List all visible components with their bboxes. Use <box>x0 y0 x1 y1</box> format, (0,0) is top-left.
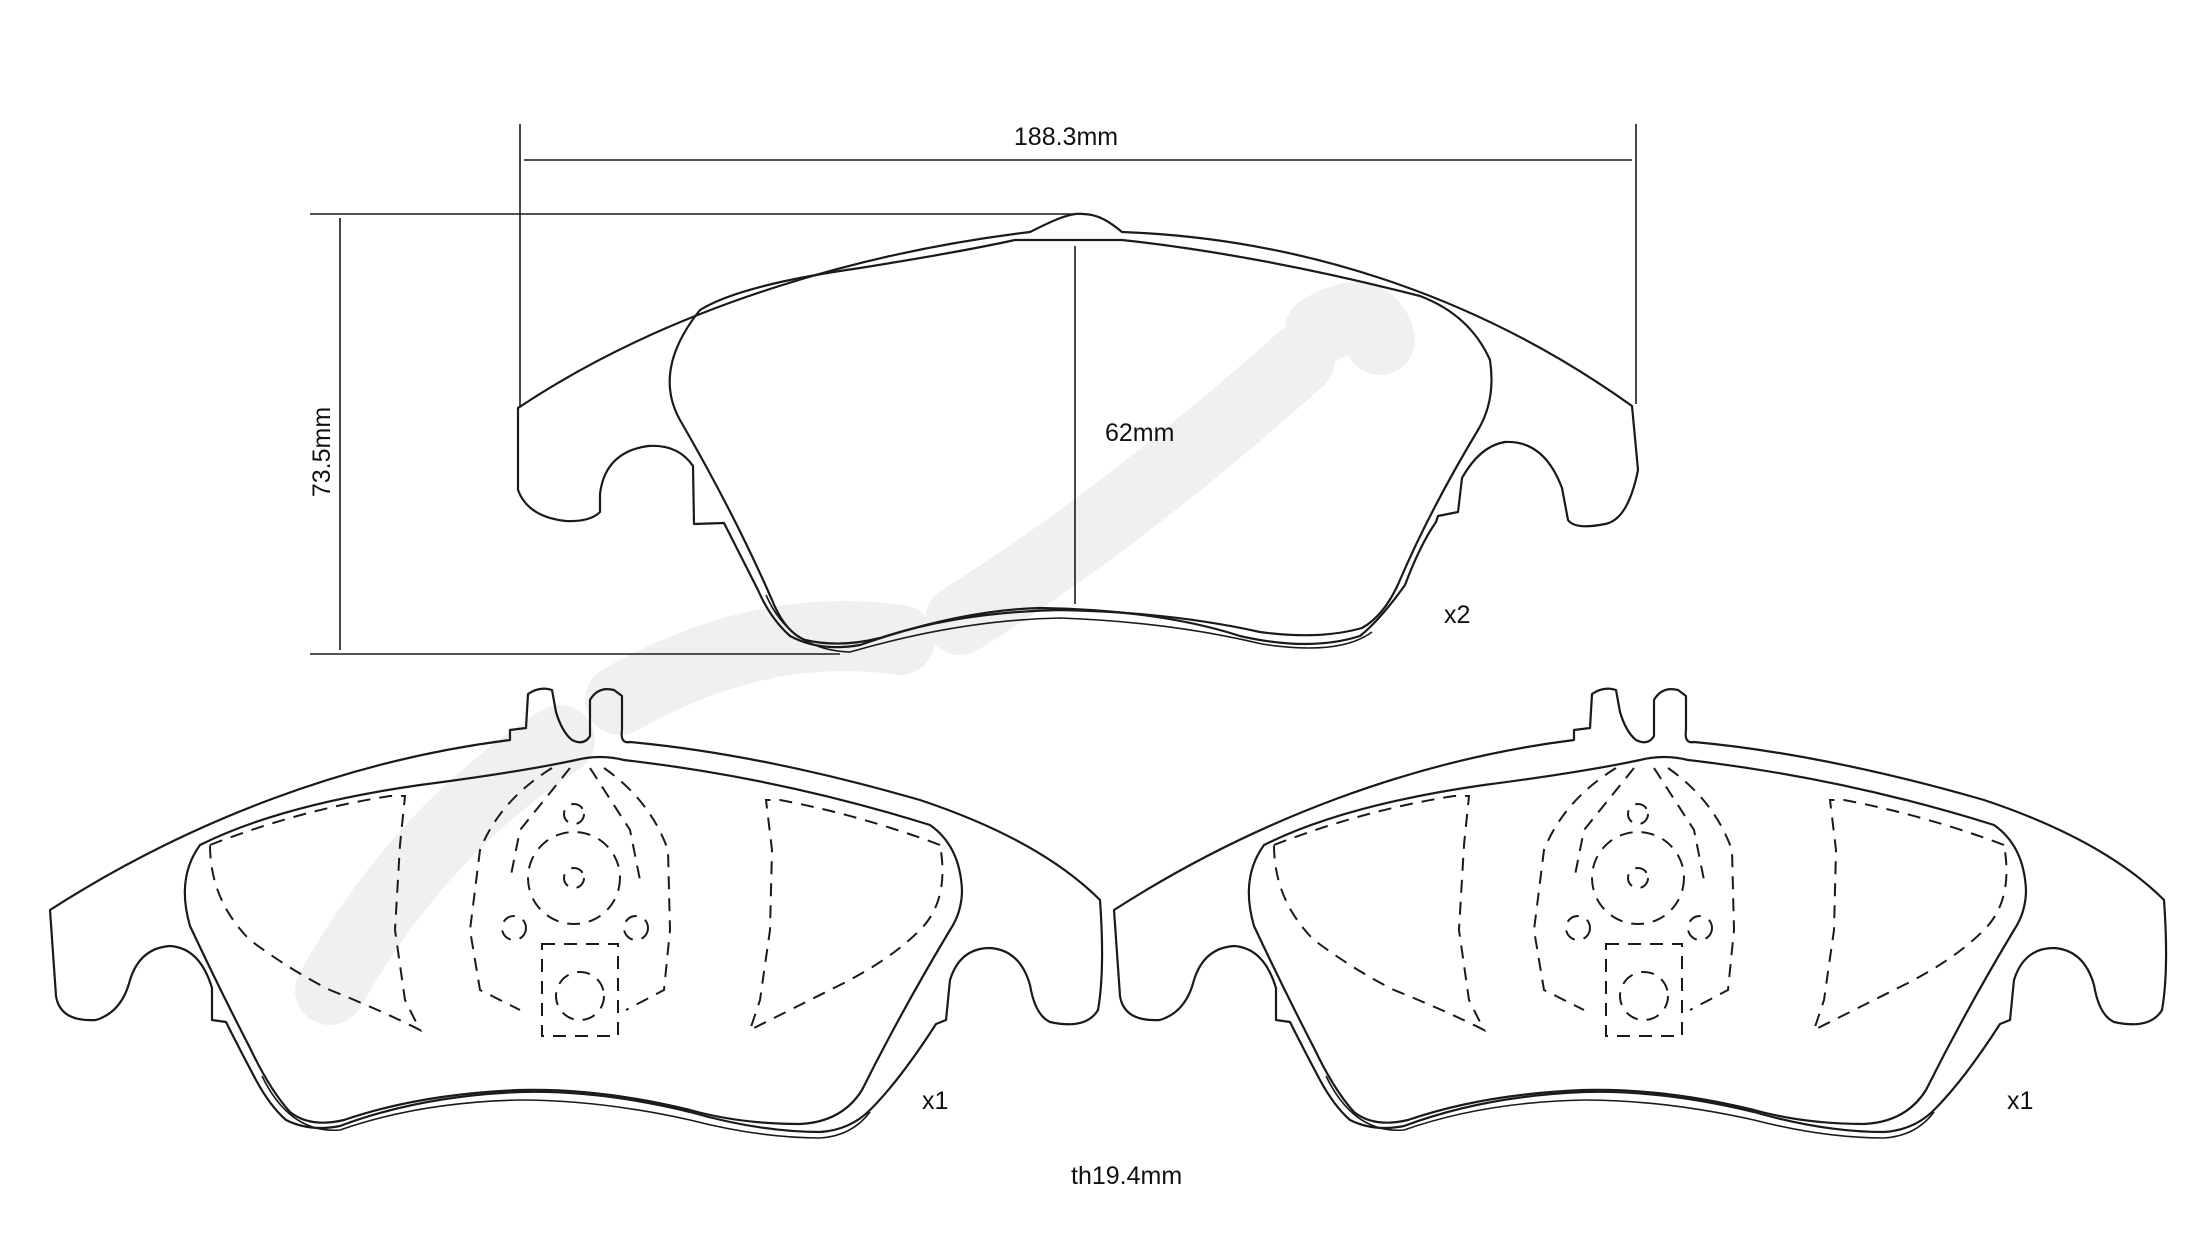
bottom-right-brake-pad: x1 <box>1112 687 2168 1140</box>
watermark-logo <box>295 282 1415 1025</box>
top-brake-pad: 62mm x2 <box>516 212 1640 653</box>
top-pad-backing-plate <box>516 212 1640 649</box>
bottom-left-pad-quantity: x1 <box>922 1087 948 1115</box>
top-pad-chamfer-line <box>765 594 1373 653</box>
top-pad-friction-block <box>668 238 1493 645</box>
pad-depth-label: 62mm <box>1105 419 1174 447</box>
top-pad-quantity: x2 <box>1444 601 1470 629</box>
bottom-left-brake-pad: x1 <box>48 687 1104 1140</box>
width-dimension: 188.3mm <box>519 123 1637 406</box>
height-dimension: 73.5mm <box>308 213 1080 655</box>
bottom-right-pad-quantity: x1 <box>2007 1087 2033 1115</box>
height-label: 73.5mm <box>308 407 336 497</box>
thickness-label: th19.4mm <box>1071 1162 1182 1190</box>
width-label: 188.3mm <box>1014 123 1118 151</box>
